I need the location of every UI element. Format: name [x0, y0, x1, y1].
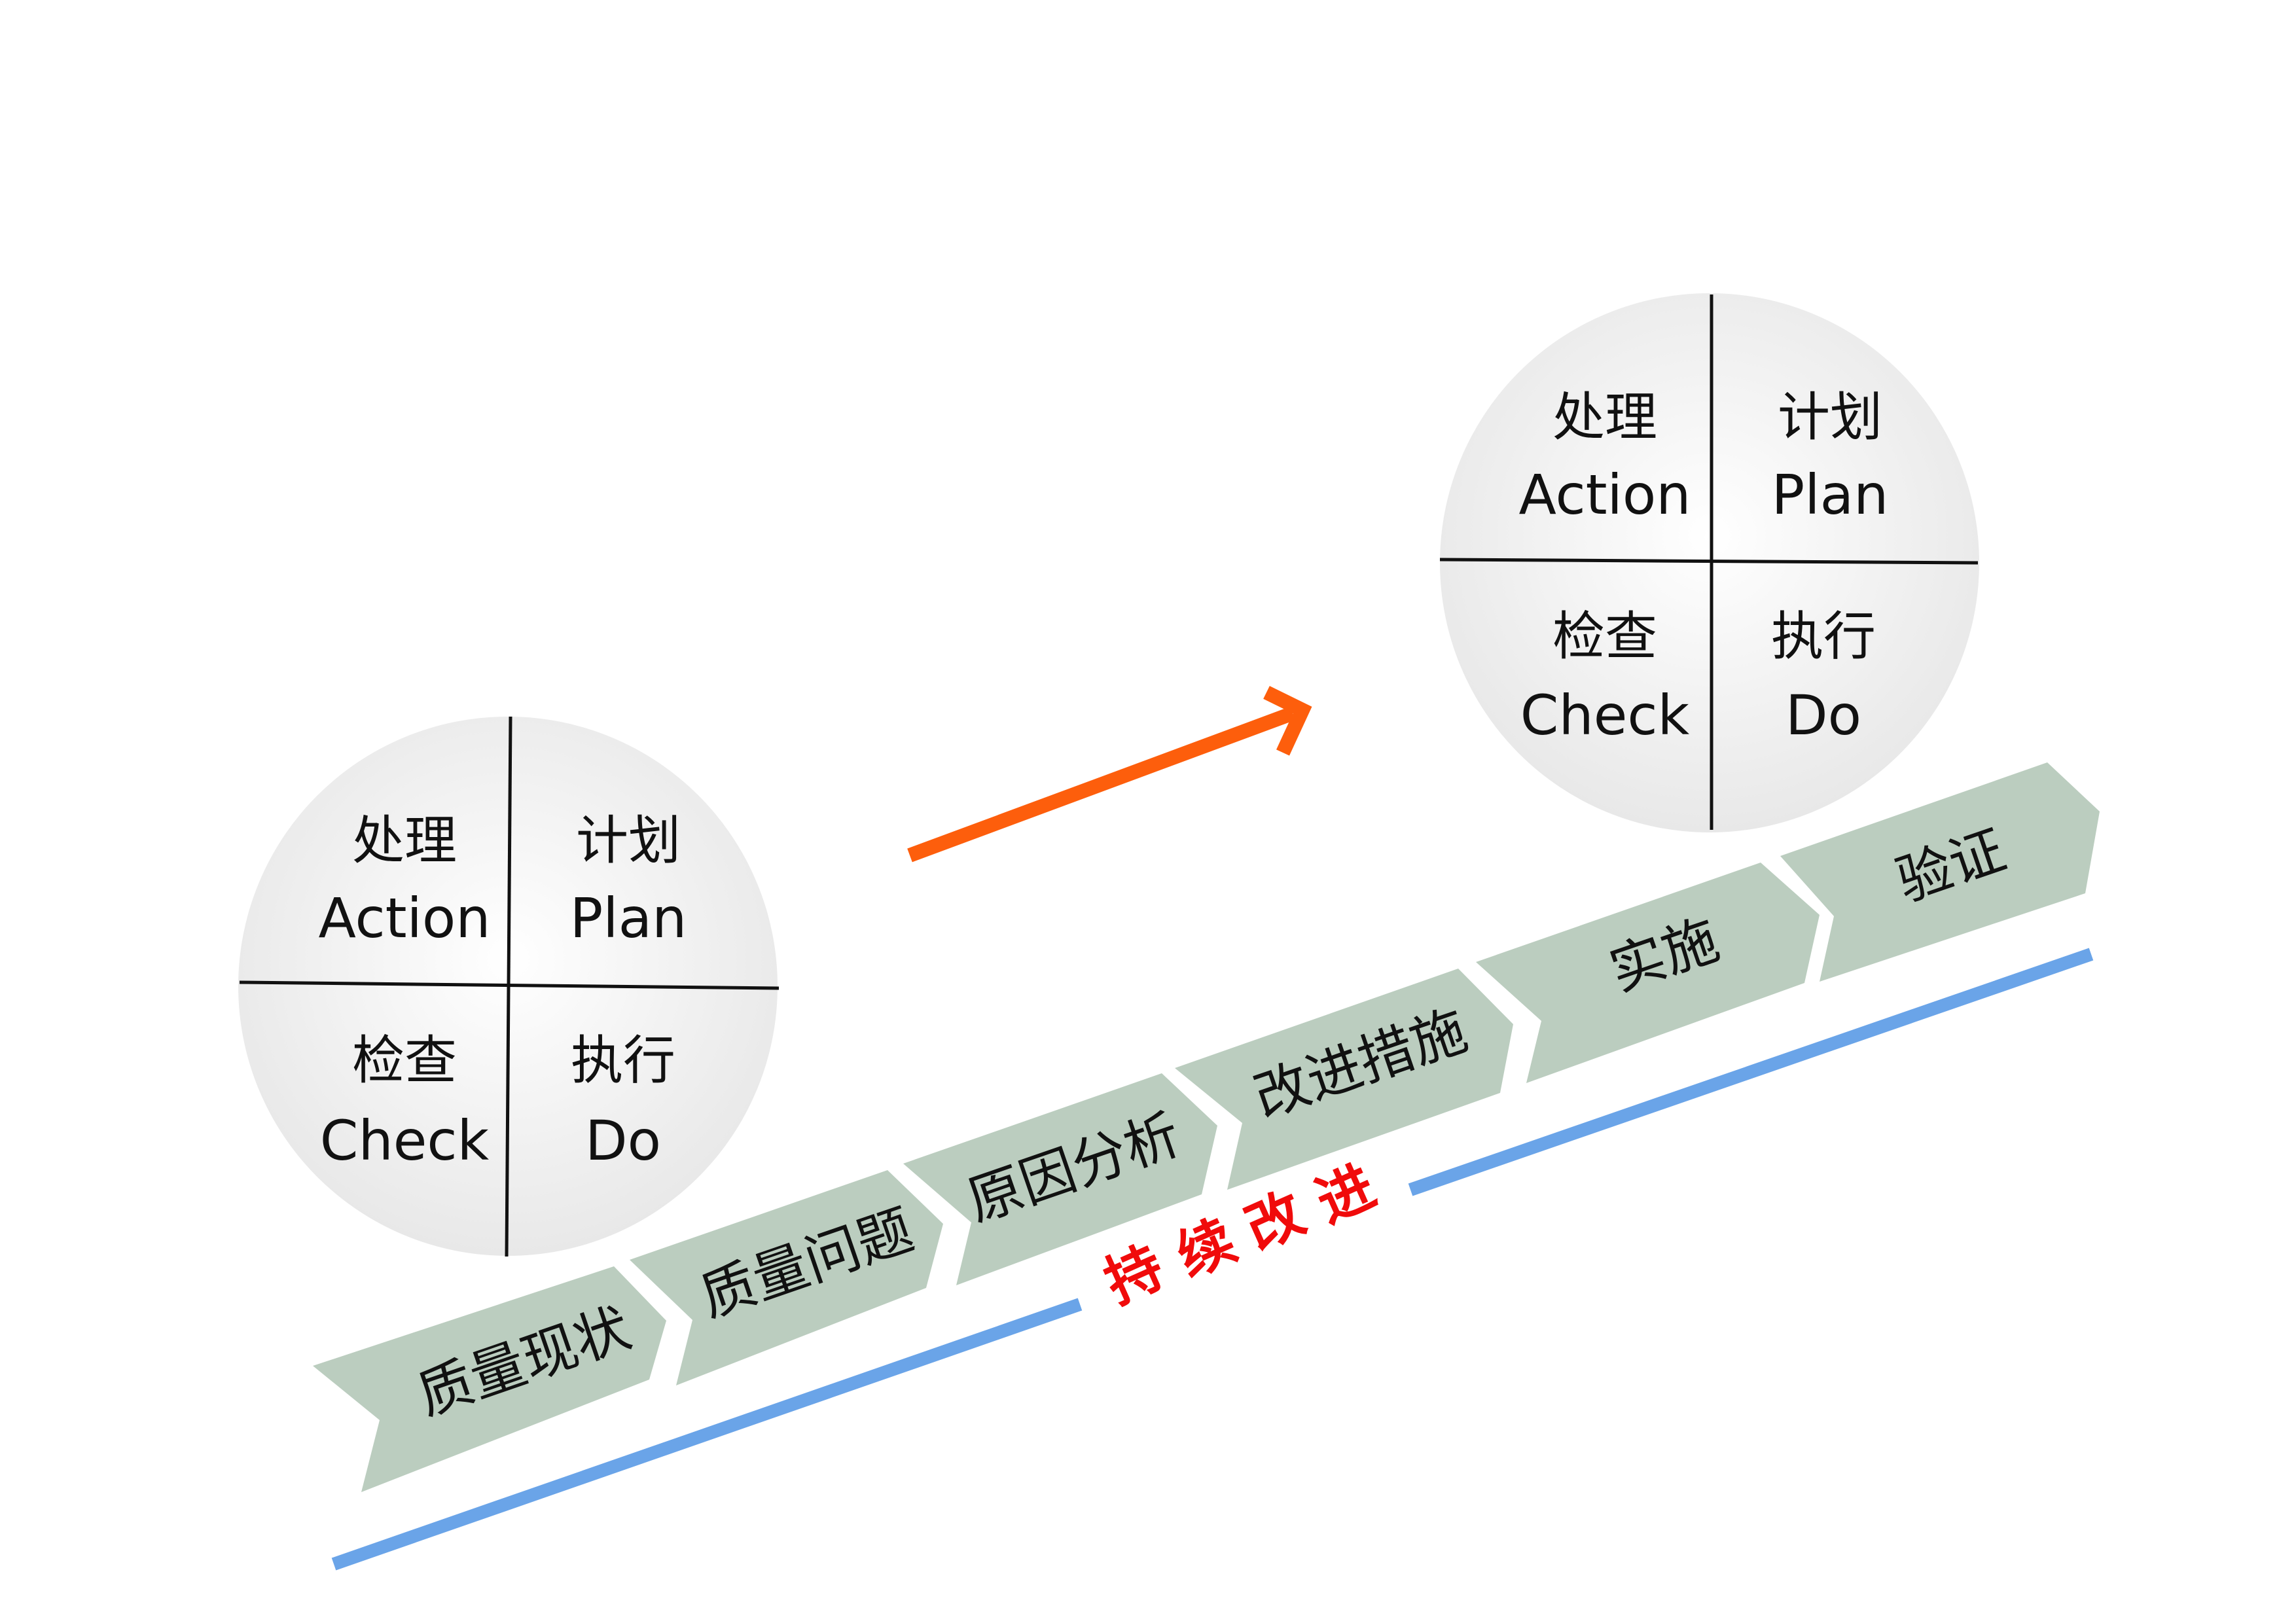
pdca-cycle-1-plan-zh: 计划	[576, 810, 681, 871]
step-3-chevron	[903, 1073, 1217, 1285]
caption-char-4: 进	[1307, 1153, 1385, 1236]
pdca-cycle-2: 处理 Action 计划 Plan 检查 Check 执行 Do	[1439, 293, 1979, 832]
pdca-cycle-1-action-zh: 处理	[352, 810, 457, 871]
step-1-chevron	[313, 1266, 666, 1492]
arrow-head	[1263, 686, 1312, 756]
step-2-chevron	[630, 1170, 943, 1385]
pdca-cycle-2-action-zh: 处理	[1552, 387, 1657, 448]
pdca-cycle-2-do-zh: 执行	[1771, 606, 1876, 667]
step-1: 质量现状	[313, 1266, 666, 1492]
step-5: 实施	[1476, 863, 1820, 1083]
step-6: 验证	[1780, 762, 2100, 982]
caption-char-2: 续	[1168, 1207, 1246, 1290]
pdca-cycle-2-plan-zh: 计划	[1778, 387, 1882, 448]
pdca-cycle-1-check-en: Check	[320, 1109, 490, 1173]
pdca-cycle-2-check-en: Check	[1520, 683, 1690, 747]
step-6-chevron	[1780, 762, 2100, 982]
arrow-shaft	[907, 706, 1295, 863]
pdca-cycle-2-action-en: Action	[1518, 463, 1691, 527]
step-2: 质量问题	[630, 1170, 943, 1385]
step-4: 改进措施	[1175, 969, 1513, 1190]
pdca-cycle-2-do-en: Do	[1785, 683, 1861, 747]
pdca-cycle-1-horizontal-divider	[239, 980, 780, 990]
baseline-segment-left	[331, 1298, 1083, 1571]
pdca-cycle-1-check-zh: 检查	[352, 1030, 457, 1091]
pdca-cycle-2-plan-en: Plan	[1772, 463, 1889, 527]
caption-char-1: 持	[1096, 1234, 1174, 1316]
arrow-up-right-icon	[907, 686, 1312, 863]
baseline-segment-right	[1408, 948, 2094, 1196]
step-4-chevron	[1175, 969, 1513, 1190]
pdca-cycle-2-horizontal-divider	[1439, 558, 1979, 565]
pdca-cycle-1-do-en: Do	[585, 1109, 661, 1173]
pdca-cycle-1-do-zh: 执行	[571, 1030, 675, 1091]
step-3: 原因分析	[903, 1073, 1217, 1285]
pdca-cycle-1-action-en: Action	[318, 886, 490, 950]
baseline	[331, 948, 2094, 1571]
pdca-cycle-1: 处理 Action 计划 Plan 检查 Check 执行 Do	[238, 716, 780, 1257]
step-5-chevron	[1476, 863, 1820, 1083]
pdca-cycle-1-plan-en: Plan	[570, 886, 687, 950]
caption-char-3: 改	[1236, 1180, 1314, 1262]
pdca-cycle-2-check-zh: 检查	[1552, 606, 1657, 667]
